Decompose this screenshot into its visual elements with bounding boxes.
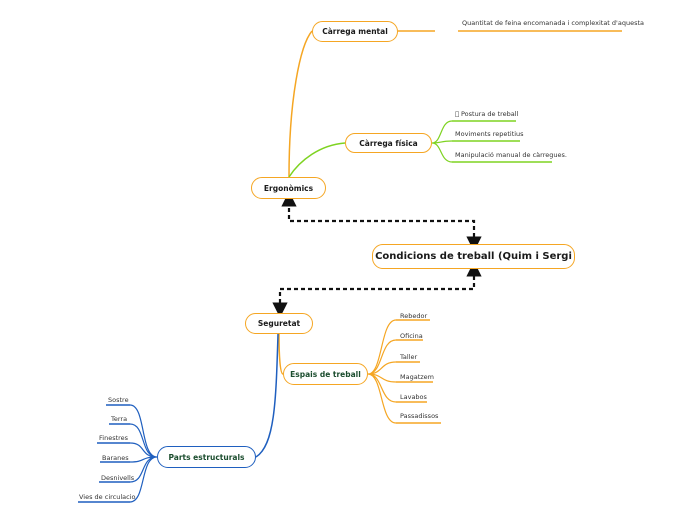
fisica-items-underlines xyxy=(452,120,552,163)
parts-to-items-lines xyxy=(129,404,158,503)
ergonomics-to-fisica-line xyxy=(288,142,346,178)
work-space-item[interactable]: Taller xyxy=(400,353,418,361)
physical-load-item-manual-handling[interactable]: Manipulació manual de càrregues. xyxy=(455,151,567,159)
physical-load-topic[interactable]: Càrrega física xyxy=(345,133,432,153)
work-space-item[interactable]: Oficina xyxy=(400,332,423,340)
physical-load-item-repetitive[interactable]: Moviments repetitius xyxy=(455,130,524,138)
espais-to-items-lines xyxy=(367,319,397,424)
seguretat-to-espais-line xyxy=(278,333,284,375)
structural-part-item[interactable]: Desnivells xyxy=(101,474,135,482)
fisica-to-items-lines xyxy=(431,120,453,163)
central-topic[interactable]: Condicions de treball (Quim i Sergi xyxy=(372,244,575,269)
seguretat-topic[interactable]: Seguretat xyxy=(245,313,313,334)
structural-part-item[interactable]: Finestres xyxy=(99,434,129,442)
structural-part-item[interactable]: Sostre xyxy=(108,396,129,404)
work-space-item[interactable]: Magatzem xyxy=(400,373,434,381)
work-space-item[interactable]: Rebedor xyxy=(400,312,428,320)
work-spaces-topic[interactable]: Espais de treball xyxy=(283,363,368,385)
mental-load-item[interactable]: Quantitat de feina encomanada i complexi… xyxy=(462,19,644,27)
structural-part-item[interactable]: Baranes xyxy=(102,454,129,462)
parts-items-underlines xyxy=(78,404,130,503)
physical-load-item-posture[interactable]:  Postura de treball xyxy=(455,110,518,118)
seguretat-to-parts-line xyxy=(255,333,279,458)
central-to-seguretat-connector xyxy=(272,261,482,318)
work-space-item[interactable]: Lavabos xyxy=(400,393,427,401)
structural-part-item[interactable]: Vies de circulacio xyxy=(79,493,136,501)
structural-part-item[interactable]: Terra xyxy=(111,415,128,423)
ergonomics-to-mental-line xyxy=(288,30,313,178)
ergonomics-topic[interactable]: Ergonòmics xyxy=(251,177,326,199)
mental-load-topic[interactable]: Càrrega mental xyxy=(312,21,398,42)
work-space-item[interactable]: Passadissos xyxy=(400,412,439,420)
espais-items-underlines xyxy=(396,319,441,424)
central-to-ergonomics-connector xyxy=(281,191,482,252)
structural-parts-topic[interactable]: Parts estructurals xyxy=(157,446,256,468)
